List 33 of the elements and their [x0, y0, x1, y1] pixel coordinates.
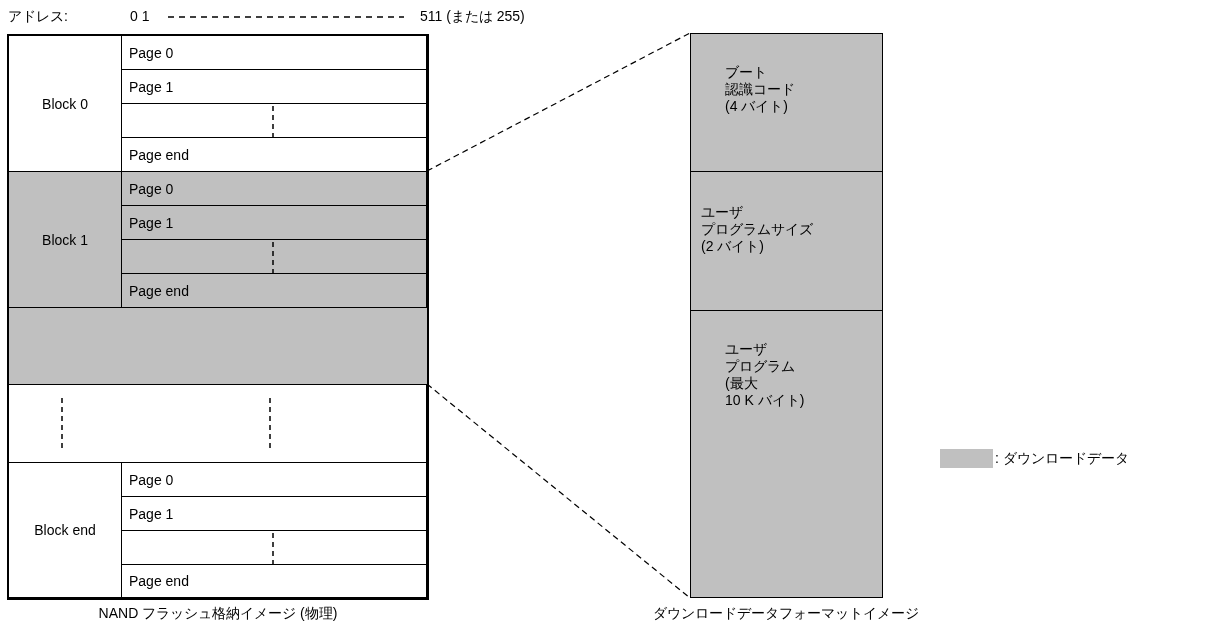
format-field — [690, 171, 883, 311]
format-field — [690, 33, 883, 172]
empty-page-cell — [121, 239, 427, 274]
page-label: Page 1 — [129, 78, 174, 95]
page-label: Page end — [129, 146, 189, 163]
block-cell — [8, 171, 122, 308]
dashed-line — [426, 383, 691, 599]
block-label: Block end — [34, 521, 96, 539]
page-label: Page 0 — [129, 471, 174, 488]
page-cell — [121, 273, 427, 308]
page-label: Page 1 — [129, 505, 174, 522]
block-label: Block 1 — [42, 231, 88, 248]
page-label: Page end — [129, 282, 189, 299]
page-label: Page 0 — [129, 180, 174, 197]
page-label: Page end — [129, 572, 189, 590]
field-label: ユーザプログラムサイズ(2 バイト) — [701, 204, 813, 255]
format-field — [690, 310, 883, 598]
page-cell — [121, 564, 427, 598]
data-band — [8, 307, 427, 384]
dashed-line — [426, 32, 691, 172]
legend-label: : ダウンロードデータ — [995, 450, 1129, 467]
page-label: Page 1 — [129, 214, 174, 231]
block-label: Block 0 — [42, 95, 88, 112]
page-label: Page 0 — [129, 44, 174, 61]
omitted-blocks-area — [8, 384, 427, 463]
field-label: ブート認識コード(4 バイト) — [725, 64, 795, 115]
address-value: 0 1 — [130, 8, 150, 25]
field-label: ユーザプログラム(最大10 K バイト) — [725, 341, 805, 409]
page-cell — [121, 205, 427, 240]
address-value: 511 (または 255) — [420, 8, 525, 25]
figure-caption: ダウンロードデータフォーマットイメージ — [653, 605, 919, 622]
page-cell — [121, 171, 427, 206]
figure-caption: NAND フラッシュ格納イメージ (物理) — [98, 605, 338, 622]
